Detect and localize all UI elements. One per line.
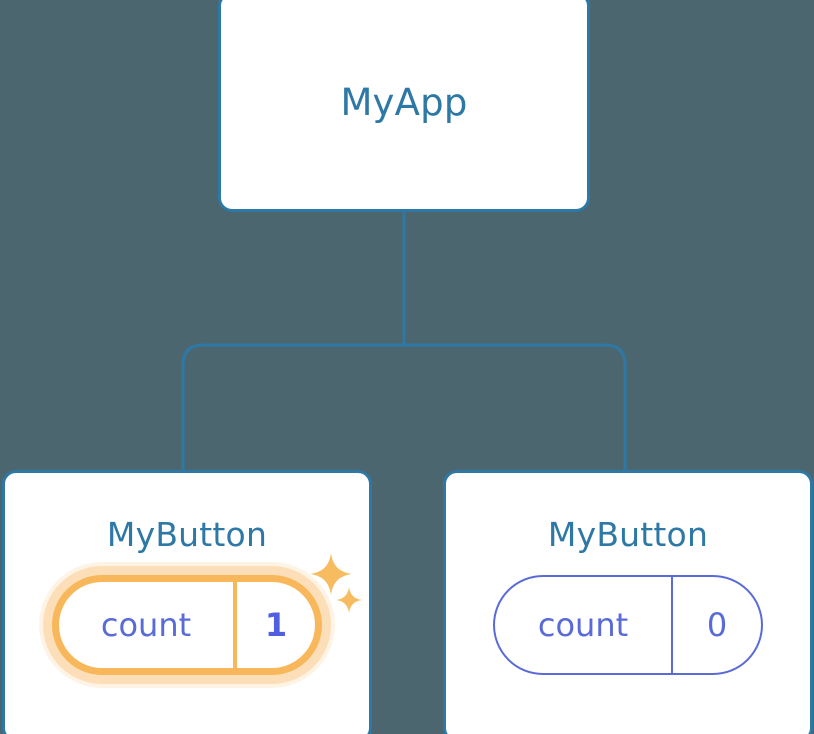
state-pill-1[interactable]: count 1 — [52, 575, 322, 675]
state-pill-2-key: count — [537, 606, 629, 644]
state-pill-2[interactable]: count 0 — [493, 575, 763, 675]
sparkle-icon — [336, 587, 362, 613]
node-mybutton-2[interactable]: MyButton count 0 — [443, 470, 813, 734]
node-myapp[interactable]: MyApp — [218, 0, 590, 212]
state-pill-2-wrapper: count 0 — [493, 575, 763, 675]
node-mybutton-1-title: MyButton — [106, 515, 268, 554]
node-mybutton-2-title: MyButton — [547, 515, 709, 554]
connector-branch-bar — [181, 343, 627, 472]
state-pill-2-value: 0 — [671, 577, 761, 673]
state-pill-1-wrapper: count 1 — [52, 553, 362, 675]
node-mybutton-1[interactable]: MyButton count 1 — [2, 470, 372, 734]
state-pill-1-key: count — [100, 606, 192, 644]
node-myapp-title: MyApp — [340, 80, 468, 124]
sparkle-icon — [310, 553, 352, 595]
state-pill-1-value: 1 — [233, 582, 315, 668]
